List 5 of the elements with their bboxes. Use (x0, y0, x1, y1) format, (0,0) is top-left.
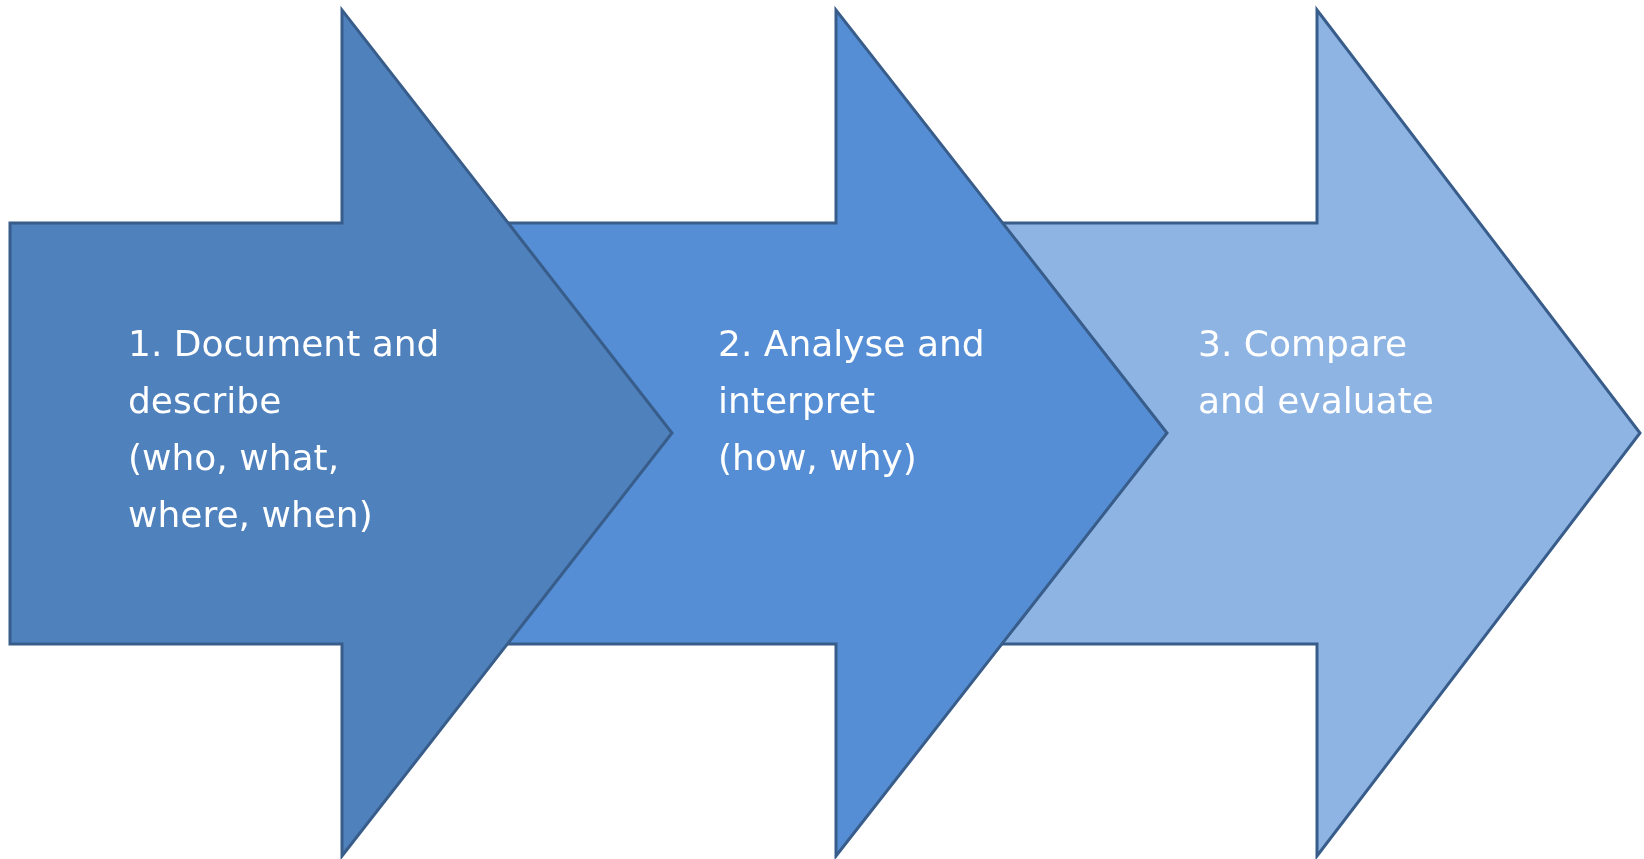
step-text: (how, why) (718, 436, 918, 480)
step-text: 1. Document and describe (128, 322, 441, 423)
step-text: (who, what, where, when) (128, 436, 374, 537)
step-text: 3. Compare and evaluate (1198, 322, 1435, 423)
step-text: 2. Analyse and interpret (718, 322, 986, 423)
